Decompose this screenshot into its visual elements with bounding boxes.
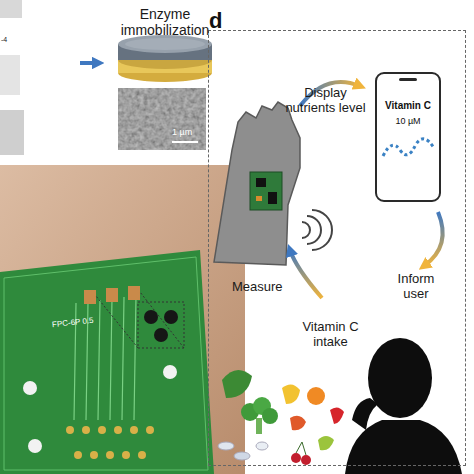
connector-pins [66,426,154,459]
person-silhouette [352,398,378,430]
phone-notch [399,78,417,81]
chip [256,196,262,201]
sensor-electrode [154,328,168,342]
wearable-board [250,172,282,210]
mounting-hole [163,365,177,379]
screen-text: Vitamin C [377,100,439,111]
sem-image [118,88,206,150]
cropped-image [0,0,22,18]
cropped-image [0,110,24,155]
illustration-label: Enzyme immobilization [110,6,220,38]
sensor-electrode [144,310,158,324]
food-item [290,416,306,431]
board-label: FPC-6P 0.5 [52,316,94,329]
pcb-pad [84,290,96,304]
leader-line [140,292,184,348]
circuit-board [4,257,208,470]
food-item [241,397,278,434]
cropped-label: -4 [1,36,7,44]
chip [268,192,277,204]
process-arrow [80,61,98,65]
pill [218,442,268,460]
zoom-box [138,302,184,348]
data-trace [383,139,434,156]
enzyme-layer [125,38,205,50]
screen-text: 10 µM [377,116,439,126]
mounting-hole [23,381,37,395]
wireless-signal [302,210,332,250]
step-label: Vitamin C intake [288,320,373,350]
circuit-board [0,250,214,474]
food-item [222,370,252,398]
pcb-pad [106,288,118,302]
wrist-glove [214,102,300,265]
step-label: Display nutrients level [278,86,373,116]
cropped-image [0,55,20,95]
food-item [282,384,300,404]
food-item [330,407,344,424]
panel-letter: d [209,8,468,34]
food-item [318,436,334,450]
food-item [291,442,311,465]
chip [256,178,266,187]
panel-box: Vitamin C 10 µM d [205,8,468,470]
food-item [307,387,325,405]
sensor-electrode [164,310,178,324]
step-label: Measure [232,280,283,295]
pcb-pad [128,286,140,300]
step-label: Inform user [384,272,448,302]
person-silhouette [368,338,432,418]
mounting-hole [28,439,42,453]
scale-label: 1 µm [172,127,192,137]
leader-line [96,296,138,348]
pcb-trace [74,296,136,420]
cycle-arrow [290,250,322,298]
scale-bar [172,141,198,143]
cycle-arrow [424,212,443,266]
sem-image [118,88,206,150]
phone-screen: Vitamin C 10 µM [375,72,441,202]
